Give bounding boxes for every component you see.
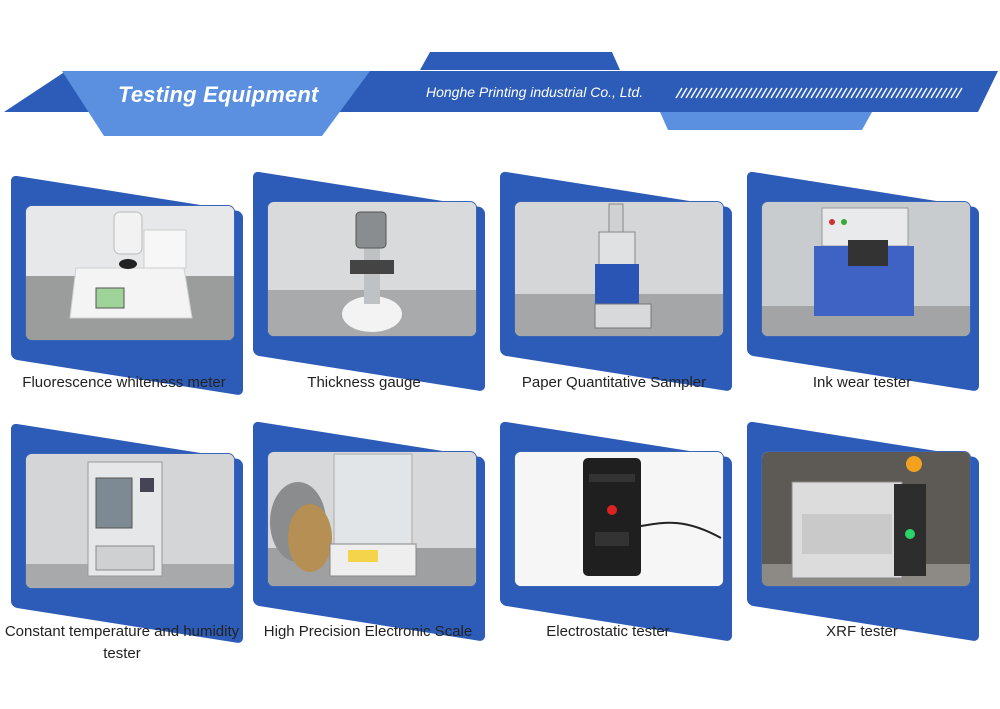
ink-wear-tester-photo bbox=[761, 201, 971, 337]
electronic-scale-photo bbox=[267, 451, 477, 587]
equipment-caption: Ink wear tester bbox=[812, 374, 912, 391]
electrostatic-tester-photo bbox=[514, 451, 724, 587]
equipment-caption: Thickness gauge bbox=[307, 374, 421, 391]
banner-title: Testing Equipment bbox=[118, 82, 319, 107]
equipment-card bbox=[747, 421, 1000, 642]
paper-sampler-photo bbox=[514, 201, 724, 337]
whiteness-meter-photo bbox=[25, 205, 235, 341]
equipment-caption: Fluorescence whiteness meter bbox=[22, 374, 226, 391]
equipment-card bbox=[500, 171, 754, 392]
equipment-card bbox=[253, 171, 507, 392]
header-banner: Testing Equipment Honghe Printing indust… bbox=[0, 0, 1000, 140]
climate-chamber-photo bbox=[25, 453, 235, 589]
equipment-card bbox=[11, 423, 265, 644]
banner-company-name: Honghe Printing industrial Co., Ltd. bbox=[426, 84, 644, 100]
equipment-caption: Electrostatic tester bbox=[546, 623, 670, 640]
equipment-card bbox=[11, 175, 265, 396]
equipment-card bbox=[253, 421, 507, 642]
equipment-card bbox=[500, 421, 754, 642]
xrf-tester-photo bbox=[761, 451, 971, 587]
equipment-caption: Paper Quantitative Sampler bbox=[521, 374, 707, 391]
equipment-caption: Constant temperature and humidity tester bbox=[4, 623, 240, 662]
thickness-gauge-photo bbox=[267, 201, 477, 337]
equipment-caption: XRF tester bbox=[826, 623, 898, 640]
equipment-caption: High Precision Electronic Scale bbox=[263, 623, 473, 640]
equipment-card bbox=[747, 171, 1000, 392]
banner-shapes bbox=[4, 52, 998, 136]
